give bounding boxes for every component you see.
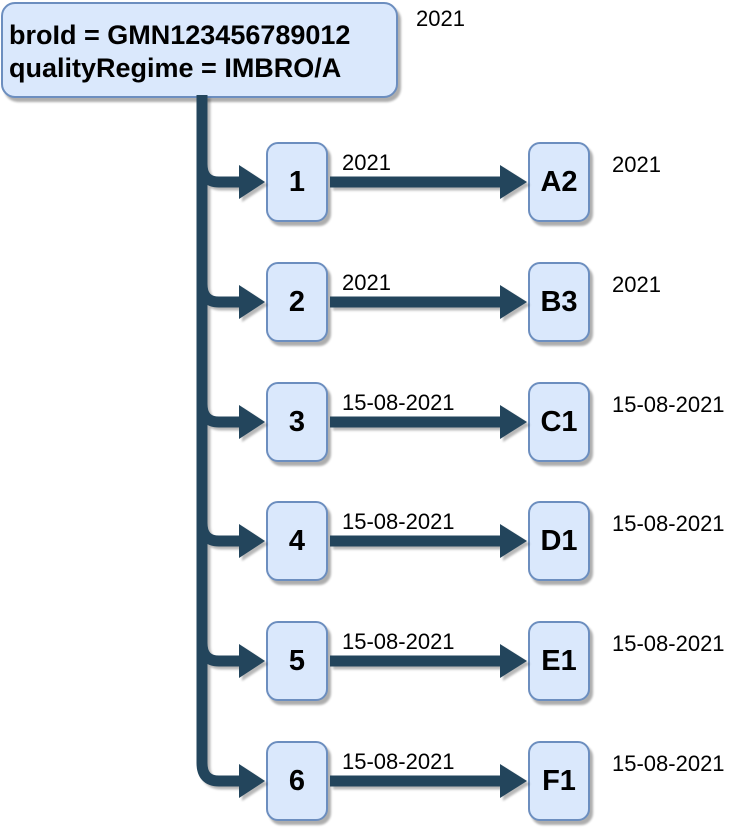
branch-connector (196, 95, 239, 667)
branch-connector (196, 95, 239, 188)
event-arrowhead (500, 285, 527, 319)
target-node[interactable]: D1 (528, 501, 590, 581)
root-broid-text: broId = GMN123456789012 (9, 20, 351, 50)
branch-connector (196, 95, 239, 787)
event-arrowhead (500, 524, 527, 558)
target-date-label: 2021 (612, 272, 661, 297)
branch-arrowhead (239, 165, 265, 199)
target-date-label: 15-08-2021 (612, 392, 725, 417)
edge-date-label: 15-08-2021 (342, 509, 455, 534)
edge-date-label: 2021 (342, 270, 391, 295)
branch-arrowhead (239, 405, 265, 439)
tube-node[interactable]: 1 (266, 142, 328, 222)
branch-connector (196, 95, 239, 308)
target-date-label: 15-08-2021 (612, 751, 725, 776)
target-node[interactable]: F1 (528, 741, 590, 821)
event-arrowhead (500, 405, 527, 439)
edge-date-label: 15-08-2021 (342, 390, 455, 415)
branch-connector (196, 95, 239, 547)
target-node[interactable]: A2 (528, 142, 590, 222)
event-arrowhead (500, 644, 527, 678)
root-year-label: 2021 (416, 6, 465, 31)
event-arrowhead (500, 764, 527, 798)
edge-date-label: 15-08-2021 (342, 749, 455, 774)
branch-arrowhead (239, 764, 265, 798)
edge-date-label: 15-08-2021 (342, 629, 455, 654)
target-node[interactable]: E1 (528, 621, 590, 701)
target-date-label: 15-08-2021 (612, 631, 725, 656)
target-date-label: 2021 (612, 152, 661, 177)
tube-node[interactable]: 4 (266, 501, 328, 581)
tube-node[interactable]: 5 (266, 621, 328, 701)
target-node[interactable]: C1 (528, 382, 590, 462)
target-node[interactable]: B3 (528, 262, 590, 342)
tube-node[interactable]: 6 (266, 741, 328, 821)
branch-arrowhead (239, 285, 265, 319)
branch-arrowhead (239, 524, 265, 558)
root-quality-regime-text: qualityRegime = IMBRO/A (9, 53, 342, 83)
edge-date-label: 2021 (342, 150, 391, 175)
branch-connector (196, 95, 239, 428)
tube-node[interactable]: 3 (266, 382, 328, 462)
tube-node[interactable]: 2 (266, 262, 328, 342)
branch-arrowhead (239, 644, 265, 678)
target-date-label: 15-08-2021 (612, 511, 725, 536)
event-arrowhead (500, 165, 527, 199)
root-node[interactable]: broId = GMN123456789012 qualityRegime = … (1, 2, 398, 98)
